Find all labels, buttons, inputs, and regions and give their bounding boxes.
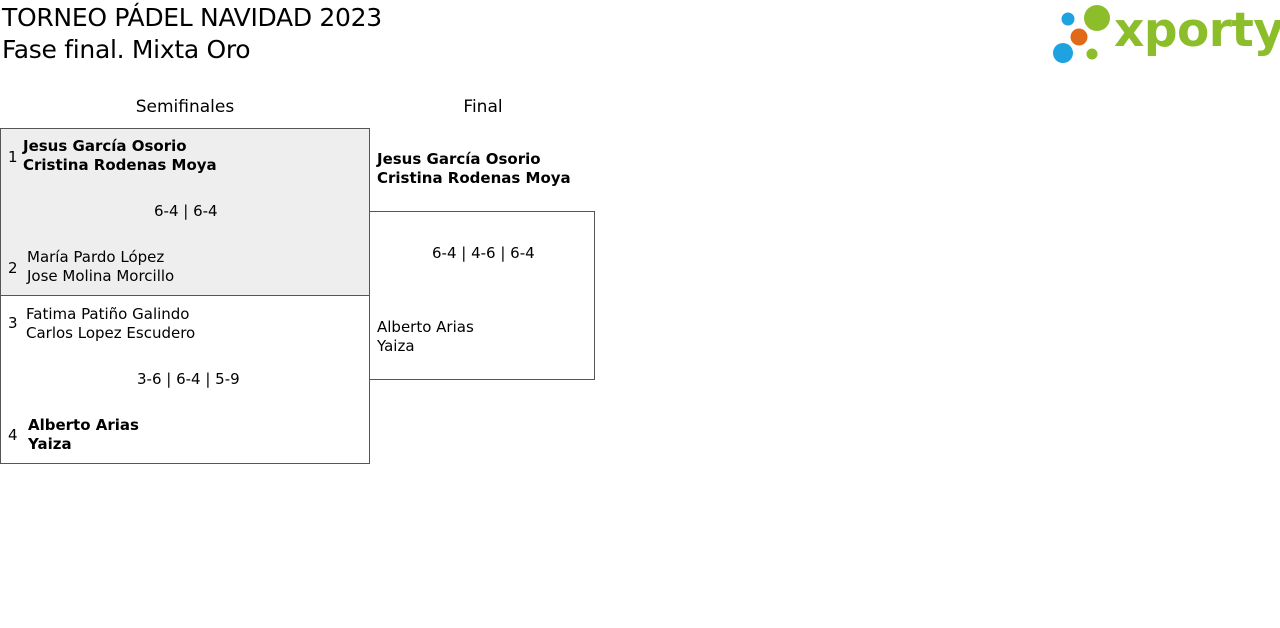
final-team-bottom: Alberto Arias Yaiza xyxy=(377,318,474,356)
player-name: Cristina Rodenas Moya xyxy=(23,156,217,174)
seed-number: 3 xyxy=(8,314,18,332)
player-name: Alberto Arias xyxy=(377,318,474,336)
semifinal-match-2: 3 Fatima Patiño Galindo Carlos Lopez Esc… xyxy=(0,295,370,464)
semifinal-match-1: 1 Jesus García Osorio Cristina Rodenas M… xyxy=(0,128,370,296)
team-entry: María Pardo López Jose Molina Morcillo xyxy=(27,248,174,286)
seed-number: 1 xyxy=(8,148,18,166)
player-name: Jesus García Osorio xyxy=(23,137,187,155)
seed-number: 4 xyxy=(8,426,18,444)
player-name: Carlos Lopez Escudero xyxy=(26,324,196,342)
page-title: TORNEO PÁDEL NAVIDAD 2023 Fase final. Mi… xyxy=(2,2,382,66)
title-line-1: TORNEO PÁDEL NAVIDAD 2023 xyxy=(2,3,382,32)
logo-wordmark: xporty xyxy=(1114,3,1280,58)
final-team-top: Jesus García Osorio Cristina Rodenas Moy… xyxy=(377,150,571,188)
match-score: 6-4 | 6-4 xyxy=(154,202,218,220)
player-name: Alberto Arias xyxy=(28,416,139,434)
round-header-final: Final xyxy=(463,97,503,117)
player-name: María Pardo López xyxy=(27,248,165,266)
team-entry: Alberto Arias Yaiza xyxy=(28,416,139,454)
player-name: Yaiza xyxy=(28,435,72,453)
team-entry: Fatima Patiño Galindo Carlos Lopez Escud… xyxy=(26,305,195,343)
logo-dots-icon xyxy=(1053,5,1110,63)
player-name: Fatima Patiño Galindo xyxy=(26,305,190,323)
xporty-logo: xporty xyxy=(1050,3,1280,66)
player-name: Cristina Rodenas Moya xyxy=(377,169,571,187)
title-line-2: Fase final. Mixta Oro xyxy=(2,35,251,64)
round-header-semifinals: Semifinales xyxy=(135,97,235,117)
match-score: 3-6 | 6-4 | 5-9 xyxy=(137,370,240,388)
match-score: 6-4 | 4-6 | 6-4 xyxy=(432,244,535,262)
team-entry: Jesus García Osorio Cristina Rodenas Moy… xyxy=(23,137,217,175)
player-name: Yaiza xyxy=(377,337,415,355)
player-name: Jose Molina Morcillo xyxy=(27,267,175,285)
player-name: Jesus García Osorio xyxy=(377,150,541,168)
final-match: 6-4 | 4-6 | 6-4 Alberto Arias Yaiza xyxy=(369,211,595,380)
seed-number: 2 xyxy=(8,259,18,277)
